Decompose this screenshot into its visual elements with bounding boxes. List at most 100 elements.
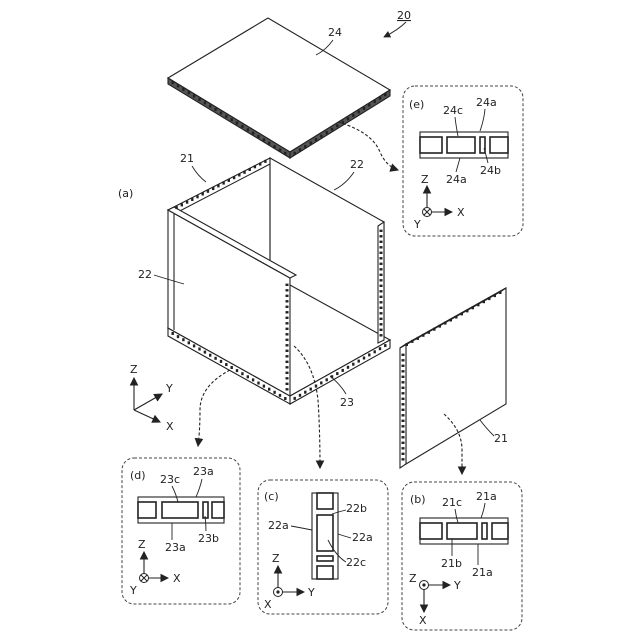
edge-cell (417, 337, 419, 340)
edge-cell (444, 322, 446, 325)
edge-cell (249, 168, 251, 171)
edge-cell (172, 332, 174, 335)
edge-cell (380, 235, 383, 237)
edge-cell (286, 333, 289, 335)
edge-cell (310, 388, 312, 391)
edge-cell (273, 145, 275, 148)
edge-cell (406, 343, 408, 346)
detail-e-24b: 24b (480, 164, 501, 177)
arrow-to-detail-e (338, 122, 398, 170)
edge-cell (286, 311, 289, 313)
edge-cell (204, 101, 206, 104)
edge-cell (198, 98, 200, 101)
detail-b-axis-center: Z (409, 572, 417, 585)
detail-c-axis-up: Z (272, 552, 280, 565)
figure-number: 20 (397, 9, 411, 22)
edge-cell (342, 369, 344, 372)
edge-cell (181, 203, 183, 206)
edge-cell (380, 246, 383, 248)
edge-cell (286, 372, 289, 374)
edge-cell (259, 163, 261, 166)
edge-cell (236, 122, 238, 125)
edge-cell (279, 394, 281, 397)
front-panel-21 (400, 288, 506, 468)
edge-cell (483, 300, 485, 303)
main-axes (134, 378, 162, 422)
edge-cell (358, 110, 360, 113)
edge-cell (268, 142, 270, 145)
detail-b-21a-bottom: 21a (472, 566, 493, 579)
edge-cell (380, 230, 383, 232)
edge-cell (252, 378, 254, 381)
edge-cell (402, 458, 405, 460)
edge-cell (331, 128, 333, 131)
edge-cell (384, 344, 386, 347)
detail-b-21c: 21c (442, 496, 462, 509)
detail-b-axis-right: Y (453, 579, 461, 592)
edge-cell (252, 132, 254, 135)
edge-cell (209, 105, 211, 108)
detail-e-axis-right: X (457, 206, 465, 219)
edge-cell (247, 375, 249, 378)
edge-cell (214, 357, 216, 360)
edge-cell (347, 366, 349, 369)
edge-cell (212, 187, 214, 190)
edge-cell (477, 303, 479, 306)
edge-cell (286, 284, 289, 286)
edge-cell (222, 182, 224, 185)
edge-cell (286, 289, 289, 291)
detail-c-22a-left: 22a (268, 519, 289, 532)
edge-cell (347, 117, 349, 120)
edge-cell (455, 316, 457, 319)
detail-c-axis-center: X (264, 598, 272, 611)
edge-cell (196, 195, 198, 198)
edge-cell (422, 334, 424, 337)
edge-cell (220, 360, 222, 363)
edge-cell (286, 388, 289, 390)
edge-cell (402, 409, 405, 411)
edge-cell (461, 312, 463, 315)
detail-d-axis-up: Z (138, 538, 146, 551)
edge-cell (380, 290, 383, 292)
edge-cell (402, 365, 405, 367)
detail-d-axis-right: X (173, 572, 181, 585)
arrow-to-detail-d (198, 370, 230, 446)
label-left-panel-22: 22 (138, 268, 152, 281)
detail-d-23a-bottom: 23a (165, 541, 186, 554)
edge-cell (402, 442, 405, 444)
edge-cell (402, 398, 405, 400)
main-axis-x: X (166, 420, 174, 433)
label-front-panel-21: 21 (494, 432, 508, 445)
edge-cell (177, 335, 179, 338)
edge-cell (499, 291, 501, 294)
edge-cell (217, 184, 219, 187)
figure-number-arrow (384, 22, 406, 37)
detail-e-24a-bottom: 24a (446, 173, 467, 186)
detail-e-24c: 24c (443, 104, 463, 117)
main-axis-y: Y (165, 382, 173, 395)
detail-e: (e) 24c 24a 24a 24b Z X Y (403, 86, 523, 236)
edge-cell (380, 323, 383, 325)
edge-cell (193, 95, 195, 98)
edge-cell (294, 152, 296, 155)
detail-b: (b) 21c 21a 21b 21a Z Y X (402, 482, 522, 630)
edge-cell (402, 359, 405, 361)
edge-cell (284, 397, 286, 400)
detail-b-21a-top: 21a (476, 490, 497, 503)
edge-cell (175, 206, 177, 209)
detail-d: (d) 23c 23a 23a 23b Z X Y (122, 458, 240, 604)
detail-e-axis-center: Y (413, 218, 421, 231)
edge-cell (380, 296, 383, 298)
edge-cell (279, 149, 281, 152)
edge-cell (263, 385, 265, 388)
edge-cell (241, 372, 243, 375)
edge-cell (358, 360, 360, 363)
edge-cell (402, 431, 405, 433)
edge-cell (191, 198, 193, 201)
edge-cell (352, 114, 354, 117)
edge-cell (284, 152, 286, 155)
edge-cell (310, 141, 312, 144)
edge-cell (286, 317, 289, 319)
edge-cell (286, 383, 289, 385)
